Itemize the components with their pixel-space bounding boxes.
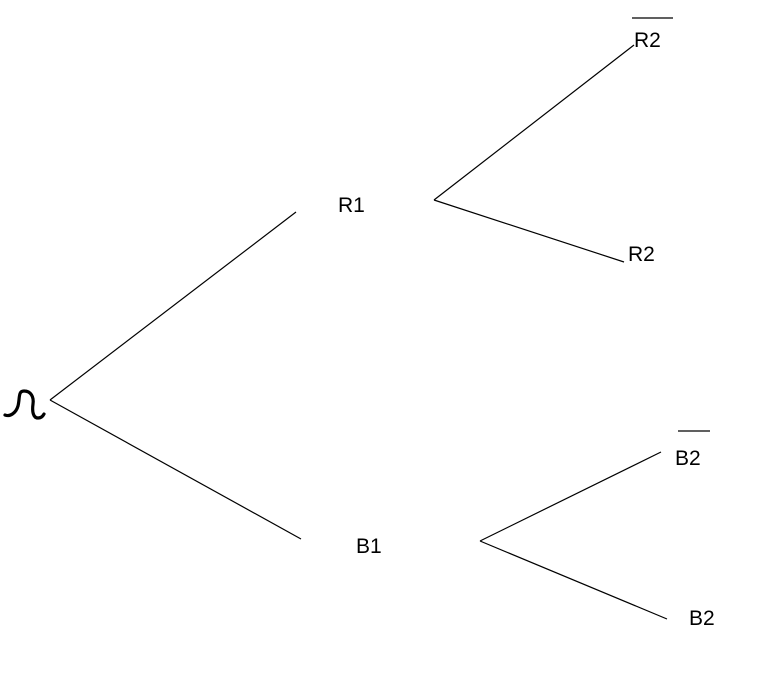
edge-root-b1: [49, 399, 302, 540]
omega-icon: [3, 389, 46, 420]
node-label-r2-complement: R2: [634, 29, 661, 52]
edge-root-r1: [49, 211, 297, 401]
edge-b1-b2: [479, 540, 668, 620]
node-label-b1: B1: [356, 535, 382, 558]
node-label-b2-complement: B2: [675, 447, 701, 470]
edge-r1-r2: [433, 199, 625, 263]
node-label-r2: R2: [628, 243, 655, 266]
edge-r1-r2-bar: [433, 44, 635, 201]
node-label-b2: B2: [689, 607, 715, 630]
edge-b1-b2-bar: [479, 451, 662, 542]
node-label-r1: R1: [338, 194, 365, 217]
